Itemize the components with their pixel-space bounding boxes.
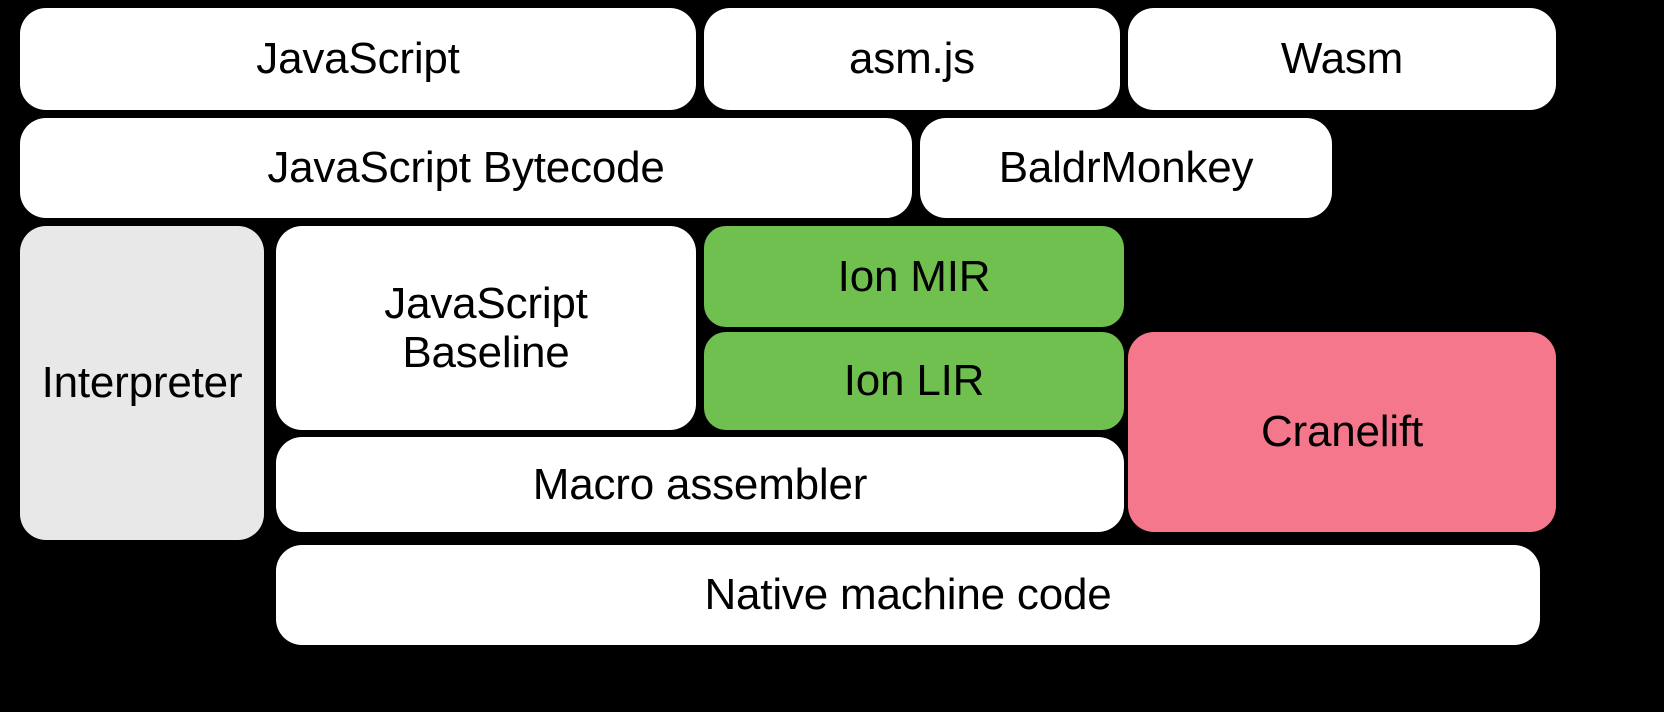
box-ion-mir[interactable]: Ion MIR — [704, 226, 1124, 327]
box-wasm[interactable]: Wasm — [1128, 8, 1556, 110]
box-macro-assembler[interactable]: Macro assembler — [276, 437, 1124, 532]
box-baldrmonkey[interactable]: BaldrMonkey — [920, 118, 1332, 218]
box-javascript-bytecode[interactable]: JavaScript Bytecode — [20, 118, 912, 218]
box-cranelift[interactable]: Cranelift — [1128, 332, 1556, 532]
box-ion-lir[interactable]: Ion LIR — [704, 332, 1124, 430]
box-javascript-baseline[interactable]: JavaScript Baseline — [276, 226, 696, 430]
box-native-machine-code[interactable]: Native machine code — [276, 545, 1540, 645]
box-asm-js[interactable]: asm.js — [704, 8, 1120, 110]
box-javascript[interactable]: JavaScript — [20, 8, 696, 110]
box-interpreter[interactable]: Interpreter — [20, 226, 264, 540]
